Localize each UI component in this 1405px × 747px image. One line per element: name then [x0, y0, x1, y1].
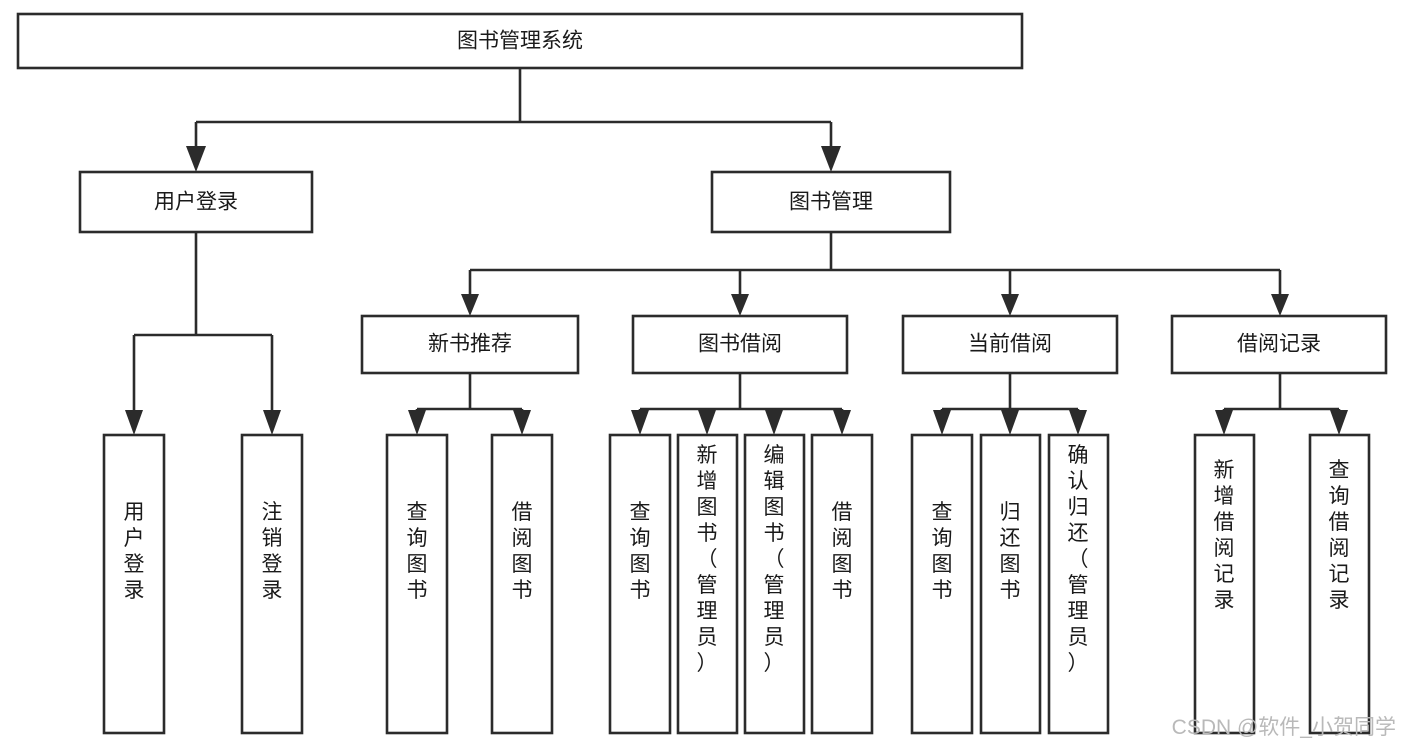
node-book-borrow-box[interactable]: [631, 314, 849, 375]
node-borrow-record[interactable]: 借阅记录: [1170, 314, 1388, 375]
node-book-manage[interactable]: 图书管理: [710, 170, 952, 234]
node-root[interactable]: 图书管理系统: [16, 12, 1024, 70]
node-leaf-return-book-label: 归还图书: [1000, 501, 1021, 602]
node-borrow-record-box[interactable]: [1170, 314, 1388, 375]
arrow-head-leaf-add-record: [1215, 410, 1233, 435]
arrow-head-book-borrow: [731, 294, 749, 316]
node-book-manage-box[interactable]: [710, 170, 952, 234]
watermark-label: CSDN @软件_小贺同学: [1172, 716, 1396, 739]
node-current-borrow-label: 当前借阅: [968, 333, 1052, 356]
arrow-head-leaf-user-logout: [263, 410, 281, 435]
arrow-head-leaf-borrow-book-2: [833, 410, 851, 435]
node-leaf-borrow-book-2-box[interactable]: [810, 433, 874, 735]
arrow-head-borrow-record: [1271, 294, 1289, 316]
node-root-box[interactable]: [16, 12, 1024, 70]
node-leaf-add-book[interactable]: 新增图书（管理员）: [676, 433, 739, 735]
node-leaf-user-login[interactable]: 用户登录: [102, 433, 166, 735]
node-leaf-query-book-1-label: 查询图书: [407, 501, 428, 602]
node-user-login-label: 用户登录: [154, 191, 238, 214]
node-user-login-box[interactable]: [78, 170, 314, 234]
node-leaf-borrow-book-1-label: 借阅图书: [512, 501, 533, 602]
arrow-head-leaf-borrow-book-1: [513, 410, 531, 435]
node-leaf-query-book-3[interactable]: 查询图书: [910, 433, 974, 735]
node-leaf-add-record-label: 新增借阅记录: [1214, 459, 1235, 612]
node-leaf-return-book[interactable]: 归还图书: [979, 433, 1042, 735]
node-leaf-query-book-3-label: 查询图书: [932, 501, 953, 602]
node-leaf-query-book-1[interactable]: 查询图书: [385, 433, 449, 735]
node-leaf-borrow-book-1[interactable]: 借阅图书: [490, 433, 554, 735]
node-leaf-confirm-return-label: 确认归还（管理员）: [1068, 444, 1089, 675]
node-book-manage-label: 图书管理: [789, 191, 873, 214]
node-root-label: 图书管理系统: [457, 30, 583, 53]
node-leaf-query-book-1-box[interactable]: [385, 433, 449, 735]
arrow-head-leaf-add-book: [698, 410, 716, 435]
node-leaf-query-record-label: 查询借阅记录: [1329, 459, 1350, 612]
node-new-book-recommend-label: 新书推荐: [428, 333, 512, 356]
node-leaf-edit-book-box[interactable]: [743, 433, 806, 735]
node-leaf-user-logout-label: 注销登录: [262, 501, 283, 602]
node-leaf-query-book-3-box[interactable]: [910, 433, 974, 735]
node-leaf-add-book-label: 新增图书（管理员）: [697, 444, 718, 675]
node-leaf-confirm-return[interactable]: 确认归还（管理员）: [1047, 433, 1110, 735]
node-leaf-add-record[interactable]: 新增借阅记录: [1193, 433, 1256, 735]
node-leaf-edit-book-label: 编辑图书（管理员）: [764, 444, 785, 675]
arrow-head-leaf-query-book-2: [631, 410, 649, 435]
node-leaf-query-book-2[interactable]: 查询图书: [608, 433, 672, 735]
node-leaf-add-record-box[interactable]: [1193, 433, 1256, 735]
node-borrow-record-label: 借阅记录: [1237, 333, 1321, 356]
arrow-head-book-manage: [821, 146, 841, 172]
node-leaf-borrow-book-2[interactable]: 借阅图书: [810, 433, 874, 735]
node-book-borrow[interactable]: 图书借阅: [631, 314, 849, 375]
node-new-book-recommend[interactable]: 新书推荐: [360, 314, 580, 375]
node-new-book-recommend-box[interactable]: [360, 314, 580, 375]
arrow-head-leaf-query-record: [1330, 410, 1348, 435]
node-leaf-user-login-label: 用户登录: [124, 501, 145, 602]
node-leaf-user-logout[interactable]: 注销登录: [240, 433, 304, 735]
node-leaf-user-login-box[interactable]: [102, 433, 166, 735]
arrow-head-leaf-query-book-3: [933, 410, 951, 435]
arrow-head-leaf-edit-book: [765, 410, 783, 435]
node-leaf-add-book-box[interactable]: [676, 433, 739, 735]
arrow-head-new-book: [461, 294, 479, 316]
node-current-borrow[interactable]: 当前借阅: [901, 314, 1119, 375]
arrow-head-leaf-return-book: [1001, 410, 1019, 435]
node-leaf-borrow-book-1-box[interactable]: [490, 433, 554, 735]
node-leaf-return-book-box[interactable]: [979, 433, 1042, 735]
connector-layer: [125, 68, 1348, 435]
node-leaf-edit-book[interactable]: 编辑图书（管理员）: [743, 433, 806, 735]
arrow-head-leaf-query-book-1: [408, 410, 426, 435]
node-user-login[interactable]: 用户登录: [78, 170, 314, 234]
node-leaf-borrow-book-2-label: 借阅图书: [832, 501, 853, 602]
arrow-head-leaf-user-login: [125, 410, 143, 435]
arrow-head-user-login: [186, 146, 206, 172]
node-leaf-query-record[interactable]: 查询借阅记录: [1308, 433, 1371, 735]
arrow-head-leaf-confirm-return: [1069, 410, 1087, 435]
node-leaf-query-book-2-box[interactable]: [608, 433, 672, 735]
node-leaf-query-record-box[interactable]: [1308, 433, 1371, 735]
arrow-head-current-borrow: [1001, 294, 1019, 316]
node-leaf-query-book-2-label: 查询图书: [630, 501, 651, 602]
node-book-borrow-label: 图书借阅: [698, 333, 782, 356]
node-leaf-confirm-return-box[interactable]: [1047, 433, 1110, 735]
node-current-borrow-box[interactable]: [901, 314, 1119, 375]
node-leaf-user-logout-box[interactable]: [240, 433, 304, 735]
